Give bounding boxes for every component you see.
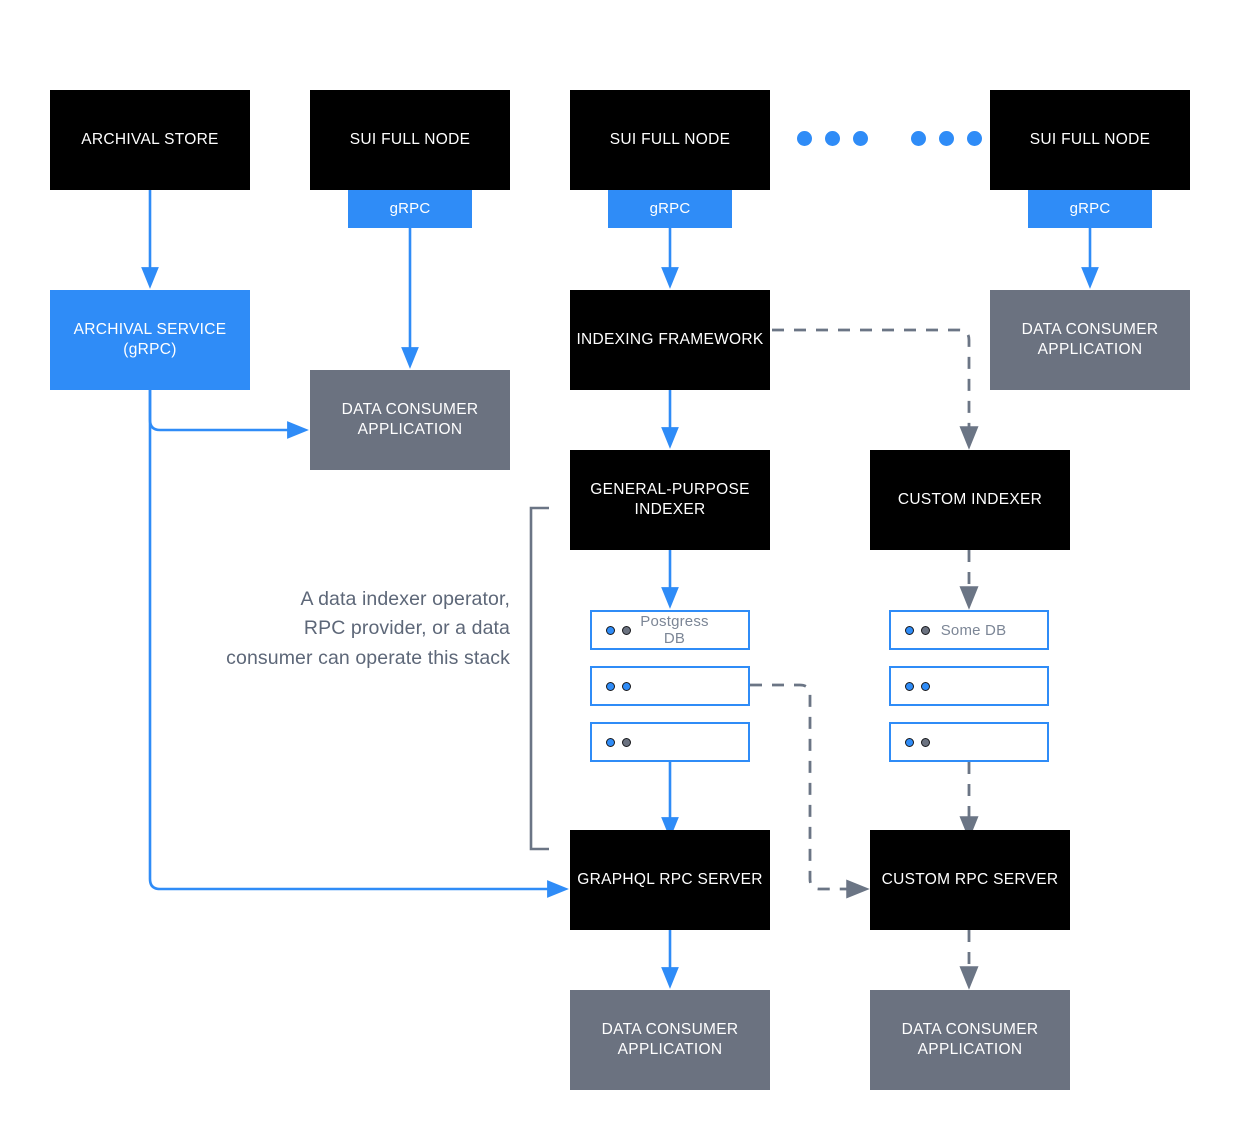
node-data-consumer-right-line2: APPLICATION xyxy=(1037,341,1143,358)
db-status-dots xyxy=(606,681,631,691)
stack-annotation: A data indexer operator, RPC provider, o… xyxy=(180,585,510,673)
status-dot-blue-icon xyxy=(606,737,615,747)
ellipsis-dot xyxy=(967,131,982,146)
node-archival-store-label: ARCHIVAL STORE xyxy=(81,131,219,149)
node-general-purpose-indexer-line1: GENERAL-PURPOSE xyxy=(590,481,750,499)
ellipsis-dot xyxy=(939,131,954,146)
stack-bracket xyxy=(529,506,549,851)
status-dot-blue-icon xyxy=(921,681,930,691)
chip-grpc-right[interactable]: gRPC xyxy=(1028,190,1152,228)
node-archival-service[interactable]: ARCHIVAL SERVICE (gRPC) xyxy=(50,290,250,390)
db-status-dots xyxy=(606,737,631,747)
node-data-consumer-bottom-mid-line2: APPLICATION xyxy=(617,1041,723,1058)
node-custom-indexer[interactable]: CUSTOM INDEXER xyxy=(870,450,1070,550)
db-box-mid-second[interactable] xyxy=(590,666,750,706)
db-box-some-db[interactable]: Some DB xyxy=(889,610,1049,650)
status-dot-blue-icon xyxy=(905,737,914,747)
db-box-postgress-label: Postgress DB xyxy=(640,613,709,647)
db-box-right-third[interactable] xyxy=(889,722,1049,762)
db-status-dots xyxy=(905,737,930,747)
node-data-consumer-bottom-right-line2: APPLICATION xyxy=(917,1041,1023,1058)
status-dot-blue-icon xyxy=(905,625,914,635)
node-sui-full-node-mid-label: SUI FULL NODE xyxy=(609,131,731,149)
node-data-consumer-left-line1: DATA CONSUMER xyxy=(341,401,479,419)
ellipsis-dot xyxy=(825,131,840,146)
chip-grpc-left-label: gRPC xyxy=(389,200,431,218)
status-dot-blue-icon xyxy=(606,625,615,635)
node-custom-rpc-server[interactable]: CUSTOM RPC SERVER xyxy=(870,830,1070,930)
node-archival-service-label-line2: (gRPC) xyxy=(123,341,177,358)
node-data-consumer-right-line1: DATA CONSUMER xyxy=(1021,321,1159,339)
node-sui-full-node-mid[interactable]: SUI FULL NODE xyxy=(570,90,770,190)
node-data-consumer-application-bottom-right[interactable]: DATA CONSUMER APPLICATION xyxy=(870,990,1070,1090)
node-graphql-rpc-server[interactable]: GRAPHQL RPC SERVER xyxy=(570,830,770,930)
node-sui-full-node-right[interactable]: SUI FULL NODE xyxy=(990,90,1190,190)
status-dot-blue-icon xyxy=(905,681,914,691)
stack-annotation-line3: consumer can operate this stack xyxy=(226,646,510,669)
node-archival-service-label-line1: ARCHIVAL SERVICE xyxy=(73,321,227,339)
node-sui-full-node-right-label: SUI FULL NODE xyxy=(1029,131,1151,149)
ellipsis-dots-right xyxy=(911,131,982,146)
db-box-right-second[interactable] xyxy=(889,666,1049,706)
node-indexing-framework[interactable]: INDEXING FRAMEWORK xyxy=(570,290,770,390)
ellipsis-dot xyxy=(797,131,812,146)
node-data-consumer-application-left[interactable]: DATA CONSUMER APPLICATION xyxy=(310,370,510,470)
ellipsis-dots-left xyxy=(797,131,868,146)
edge-indexing-framework-to-custom-indexer xyxy=(772,328,979,450)
node-graphql-rpc-server-label: GRAPHQL RPC SERVER xyxy=(577,871,763,889)
edge-archival-service-to-data-consumer-left xyxy=(148,390,309,439)
status-dot-gray-icon xyxy=(622,625,631,635)
node-indexing-framework-label: INDEXING FRAMEWORK xyxy=(576,331,764,349)
status-dot-gray-icon xyxy=(921,737,930,747)
node-custom-indexer-label: CUSTOM INDEXER xyxy=(897,491,1043,509)
db-status-dots xyxy=(905,625,930,635)
node-custom-rpc-server-label: CUSTOM RPC SERVER xyxy=(881,871,1059,889)
status-dot-blue-icon xyxy=(622,681,631,691)
node-archival-store[interactable]: ARCHIVAL STORE xyxy=(50,90,250,190)
node-sui-full-node-left-label: SUI FULL NODE xyxy=(349,131,471,149)
chip-grpc-left[interactable]: gRPC xyxy=(348,190,472,228)
stack-annotation-line1: A data indexer operator, xyxy=(300,588,510,610)
node-data-consumer-bottom-mid-line1: DATA CONSUMER xyxy=(601,1021,739,1039)
node-sui-full-node-left[interactable]: SUI FULL NODE xyxy=(310,90,510,190)
db-box-postgress[interactable]: Postgress DB xyxy=(590,610,750,650)
db-status-dots xyxy=(905,681,930,691)
node-general-purpose-indexer[interactable]: GENERAL-PURPOSE INDEXER xyxy=(570,450,770,550)
status-dot-gray-icon xyxy=(921,625,930,635)
ellipsis-dot xyxy=(911,131,926,146)
db-box-mid-third[interactable] xyxy=(590,722,750,762)
chip-grpc-mid-label: gRPC xyxy=(649,200,691,218)
node-data-consumer-application-right[interactable]: DATA CONSUMER APPLICATION xyxy=(990,290,1190,390)
node-data-consumer-left-line2: APPLICATION xyxy=(357,421,463,438)
stack-annotation-line2: RPC provider, or a data xyxy=(303,617,510,640)
status-dot-blue-icon xyxy=(606,681,615,691)
chip-grpc-right-label: gRPC xyxy=(1069,200,1111,218)
node-general-purpose-indexer-line2: INDEXER xyxy=(634,501,706,518)
node-data-consumer-application-bottom-mid[interactable]: DATA CONSUMER APPLICATION xyxy=(570,990,770,1090)
db-status-dots xyxy=(606,625,631,635)
ellipsis-dot xyxy=(853,131,868,146)
status-dot-gray-icon xyxy=(622,737,631,747)
chip-grpc-mid[interactable]: gRPC xyxy=(608,190,732,228)
node-data-consumer-bottom-right-line1: DATA CONSUMER xyxy=(901,1021,1039,1039)
db-box-some-db-label: Some DB xyxy=(940,621,1007,639)
